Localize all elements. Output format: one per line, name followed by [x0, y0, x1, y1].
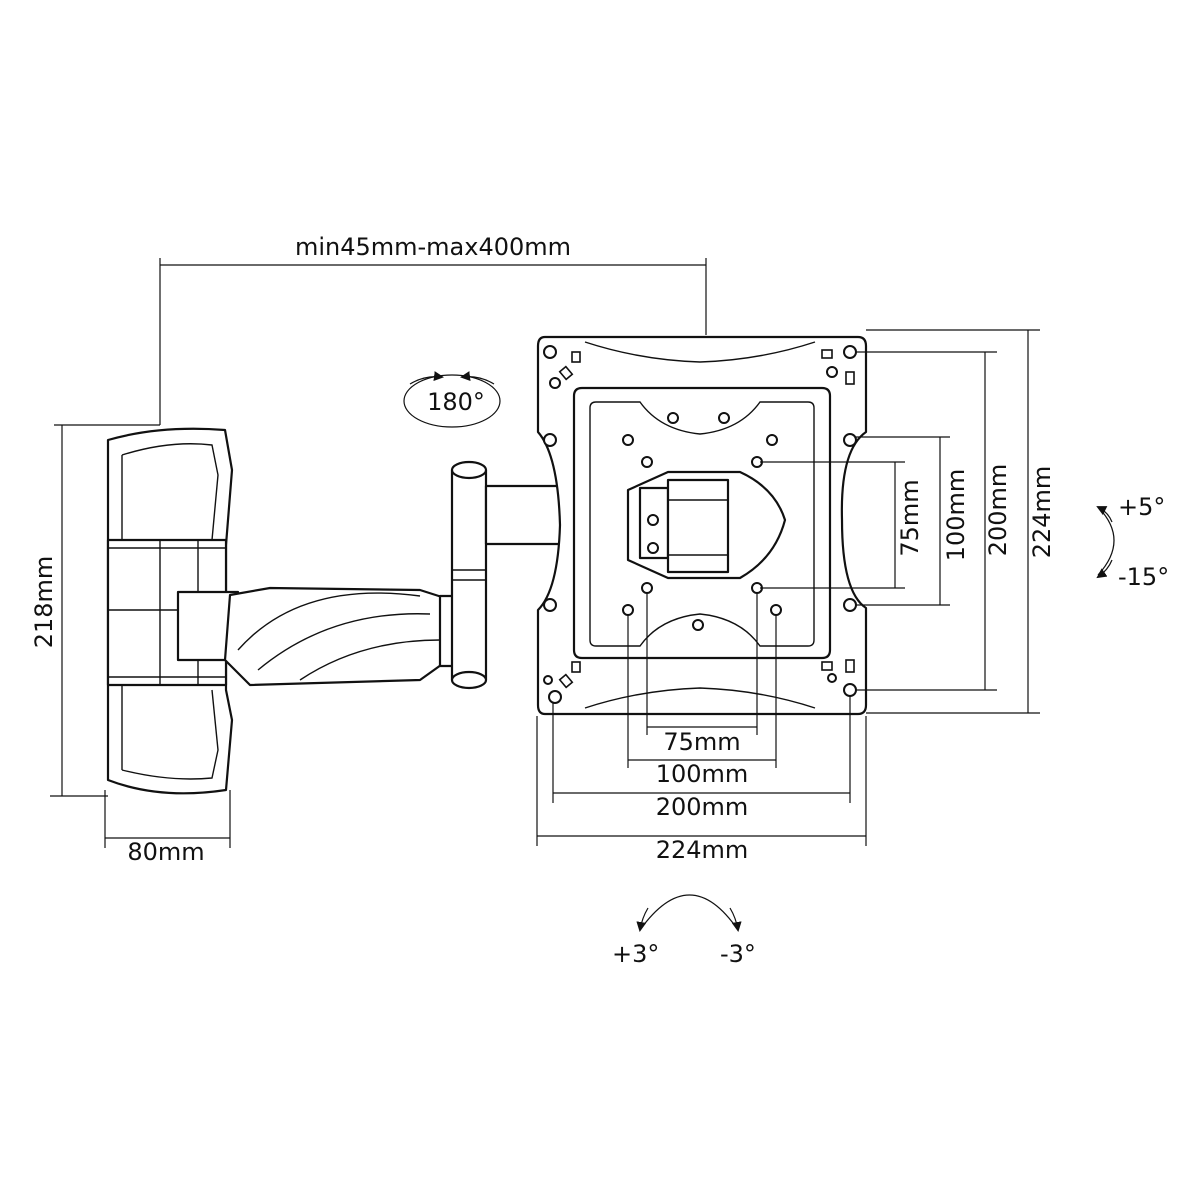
dimension-lines	[50, 258, 1040, 848]
pivot-hinge	[450, 460, 572, 690]
height-218-label: 218mm	[30, 556, 58, 649]
width-80-label: 80mm	[127, 838, 204, 866]
vesa-h200-label: 200mm	[656, 793, 749, 821]
dimension-labels: min45mm-max400mm 180° 218mm 80mm 75mm 10…	[30, 233, 1169, 968]
vesa-v100-label: 100mm	[942, 469, 970, 562]
mounting-slots	[558, 349, 855, 689]
vesa-v75-label: 75mm	[896, 479, 924, 556]
vesa-h100-label: 100mm	[656, 760, 749, 788]
extension-label: min45mm-max400mm	[295, 233, 571, 261]
tilt-indicator	[1096, 506, 1115, 579]
tilt-down-label: -15°	[1118, 563, 1169, 591]
height-224-label: 224mm	[1028, 466, 1056, 559]
rotation-plus-label: +3°	[612, 940, 659, 968]
width-224-label: 224mm	[656, 836, 749, 864]
swivel-label: 180°	[427, 388, 485, 416]
rotation-indicator	[636, 894, 742, 932]
rotation-minus-label: -3°	[720, 940, 756, 968]
vesa-plate	[536, 335, 868, 716]
tilt-up-label: +5°	[1118, 493, 1165, 521]
vesa-h75-label: 75mm	[663, 728, 740, 756]
vesa-v200-label: 200mm	[984, 464, 1012, 557]
swivel-indicator	[403, 371, 501, 428]
